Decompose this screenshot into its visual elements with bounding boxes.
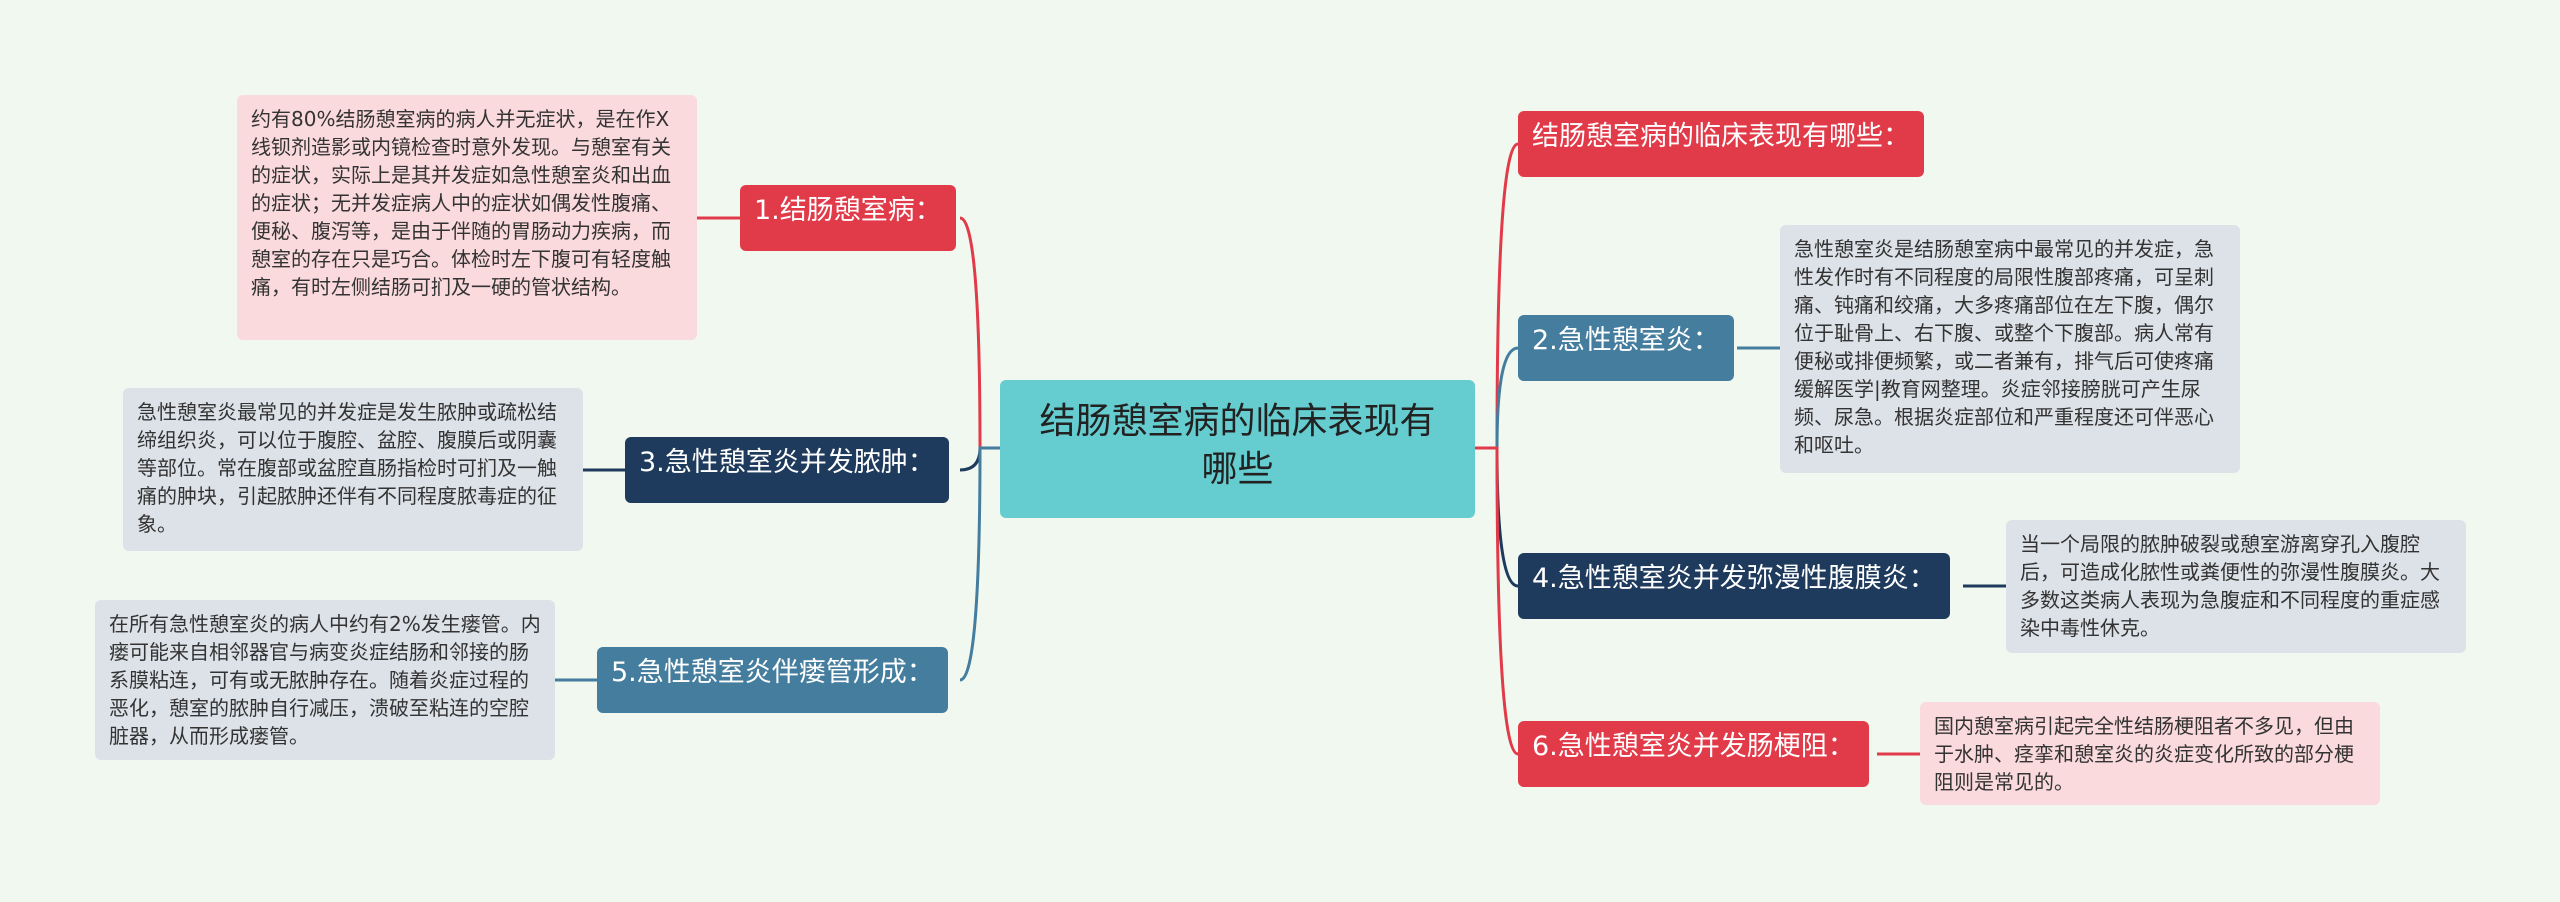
note-1-diverticulosis: 约有80%结肠憩室病的病人并无症状，是在作X线钡剂造影或内镜检查时意外发现。与憩…: [237, 95, 697, 340]
link-center-right-6: [1475, 446, 1519, 756]
note-2-acute-diverticulitis: 急性憩室炎是结肠憩室病中最常见的并发症，急性发作时有不同程度的局限性腹部疼痛，可…: [1780, 225, 2240, 473]
topic-4-peritonitis[interactable]: 4.急性憩室炎并发弥漫性腹膜炎：: [1518, 553, 1950, 619]
note-6-obstruction: 国内憩室病引起完全性结肠梗阻者不多见，但由于水肿、痉挛和憩室炎的炎症变化所致的部…: [1920, 702, 2380, 805]
topic-3-abscess[interactable]: 3.急性憩室炎并发脓肿：: [625, 437, 949, 503]
topic-6-obstruction[interactable]: 6.急性憩室炎并发肠梗阻：: [1518, 721, 1869, 787]
link-center-left-5: [959, 446, 1000, 682]
topic-2-acute-diverticulitis[interactable]: 2.急性憩室炎：: [1518, 315, 1734, 381]
topic-5-fistula[interactable]: 5.急性憩室炎伴瘘管形成：: [597, 647, 948, 713]
center-topic[interactable]: 结肠憩室病的临床表现有哪些: [1000, 380, 1475, 518]
topic-1-diverticulosis[interactable]: 1.结肠憩室病：: [740, 185, 956, 251]
link-center-right-2: [1475, 346, 1519, 450]
note-4-peritonitis: 当一个局限的脓肿破裂或憩室游离穿孔入腹腔后，可造成化脓性或粪便性的弥漫性腹膜炎。…: [2006, 520, 2466, 653]
link-center-left-1: [959, 216, 1000, 450]
topic-0-overview[interactable]: 结肠憩室病的临床表现有哪些：: [1518, 111, 1924, 177]
note-3-abscess: 急性憩室炎最常见的并发症是发生脓肿或疏松结缔组织炎，可以位于腹腔、盆腔、腹膜后或…: [123, 388, 583, 551]
note-5-fistula: 在所有急性憩室炎的病人中约有2%发生瘘管。内瘘可能来自相邻器官与病变炎症结肠和邻…: [95, 600, 555, 760]
link-center-right-0: [1475, 142, 1519, 450]
